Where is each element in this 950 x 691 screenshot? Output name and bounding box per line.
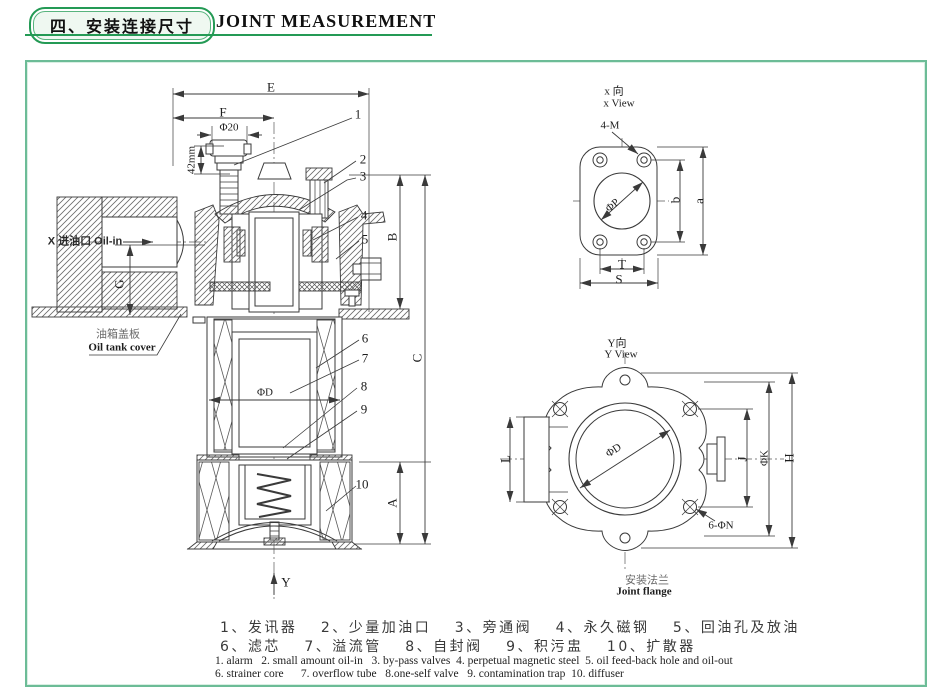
y-view-side-ports [523,416,726,503]
callout-1: 1 [354,106,362,122]
header-underline [25,34,432,36]
dim-label-phiD-main: ΦD [257,386,273,399]
dim-label-H: H [781,453,797,463]
view-arrow-label-Y: Y [281,574,291,590]
dim-label-C: C [409,353,425,363]
dim-label-b: b [667,196,683,204]
y-view-crossed-holes [551,400,699,516]
legend-zh-line1: 1、发讯器 2、少量加油口 3、旁通阀 4、永久磁钢 5、回油孔及放油 [220,620,800,636]
callout-7: 7 [361,350,369,366]
joint-flange-caption-zh: 安装法兰 [625,574,669,587]
dim-label-a: a [691,198,707,204]
x-view-flange [579,131,708,289]
page-header: 四、安装连接尺寸 JOINT MEASUREMENT [0,0,950,56]
y-view-title-zh: Y向 [607,337,627,350]
y-view-flange [506,367,798,551]
dim-label-J: J [734,456,750,462]
strainer-housing [206,316,343,458]
dim-label-L: L [497,455,513,463]
callout-10: 10 [355,476,369,492]
callout-leaders [89,117,360,512]
x-view-title-en: x View [603,97,635,110]
legend-en-line2: 6. strainer core 7. overflow tube 8.one-… [215,668,624,680]
main-view-dimensions [115,88,431,595]
joint-flange-caption-en: Joint flange [616,585,672,598]
dim-label-phiK: ΦK [758,450,771,466]
dim-label-phi20: Φ20 [219,121,239,134]
y-view-title-en: Y View [604,348,638,361]
engineering-drawing [31,88,798,600]
dim-label-G: G [111,279,127,289]
dim-label-B: B [384,232,400,242]
section-badge: 四、安装连接尺寸 [29,7,216,44]
oil-in-label: X 进油口 Oil-in [47,235,123,248]
dim-label-A: A [384,498,400,508]
dim-label-T: T [618,256,626,272]
x-view-title-zh: x 向 [604,85,624,98]
legend-en-line1: 1. alarm 2. small amount oil-in 3. by-pa… [215,655,733,667]
diffuser-assembly [186,454,363,550]
main-section-view [31,139,410,550]
dim-label-42mm: 42mm [185,145,198,175]
tank-cover-label-zh: 油箱盖板 [96,328,140,341]
callout-3: 3 [359,168,367,184]
legend-zh-line2: 6、滤芯 7、溢流管 8、自封阀 9、积污盅 10、扩散器 [220,639,696,655]
x-view-bolt-note: 4-M [600,119,620,132]
callout-2: 2 [359,151,367,167]
section-title-en: JOINT MEASUREMENT [216,11,437,31]
callout-4: 4 [360,207,368,223]
drawing-frame: E F Φ20 42mm 1 2 3 4 5 6 7 8 9 10 B C A … [25,60,927,687]
dim-label-E: E [267,79,275,95]
callout-5: 5 [361,231,369,247]
dim-label-F: F [219,104,227,120]
tank-cover-label-en: Oil tank cover [88,341,156,354]
filter-head [194,162,386,313]
dim-label-S: S [615,271,623,287]
callout-6: 6 [361,330,369,346]
callout-9: 9 [360,401,368,417]
oil-inlet-port [56,196,184,313]
y-view-hole-note: 6-ΦN [708,519,734,532]
callout-8: 8 [360,378,368,394]
